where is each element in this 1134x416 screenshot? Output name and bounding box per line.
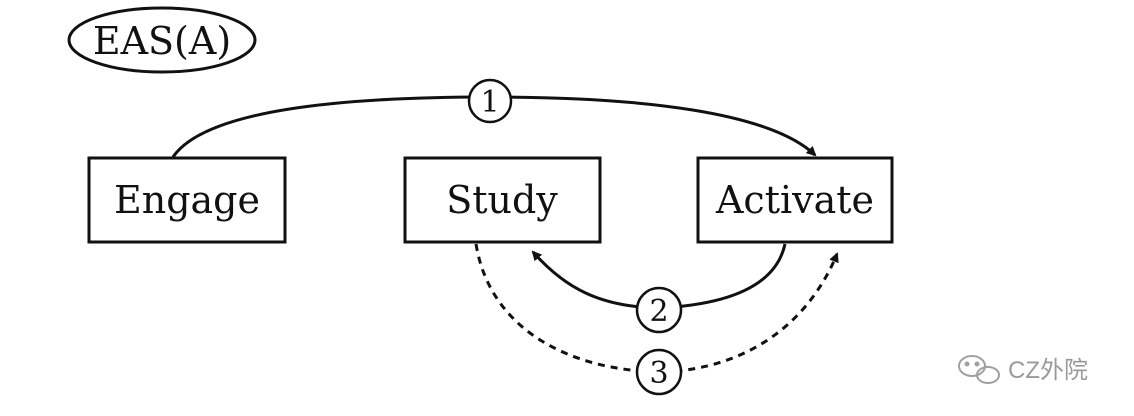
title-badge: EAS(A) [67,6,257,74]
arrow-3: 3 [474,243,839,396]
engage-label: Engage [114,178,260,222]
study-node: Study [403,156,602,244]
arrow-1: 1 [171,78,817,158]
arrow-2: 2 [531,243,787,334]
study-box [403,156,602,244]
activate-label: Activate [715,178,874,222]
title-ellipse [67,6,257,74]
engage-box [87,156,287,244]
arrow-3-number: 3 [649,356,668,391]
wechat-icon [958,355,1000,384]
watermark: CZ外院 [958,355,1088,384]
arrow-2-number-circle [635,286,683,334]
activate-box [696,156,894,244]
arrow-1-number: 1 [480,85,499,120]
arrow-3-number-circle [635,348,683,396]
watermark-text: CZ外院 [1008,357,1088,384]
activate-node: Activate [696,156,894,244]
study-label: Study [446,178,558,222]
diagram-title: EAS(A) [93,19,231,63]
engage-node: Engage [87,156,287,244]
arrow-1-number-circle [467,78,513,124]
arrow-2-number: 2 [649,294,668,329]
